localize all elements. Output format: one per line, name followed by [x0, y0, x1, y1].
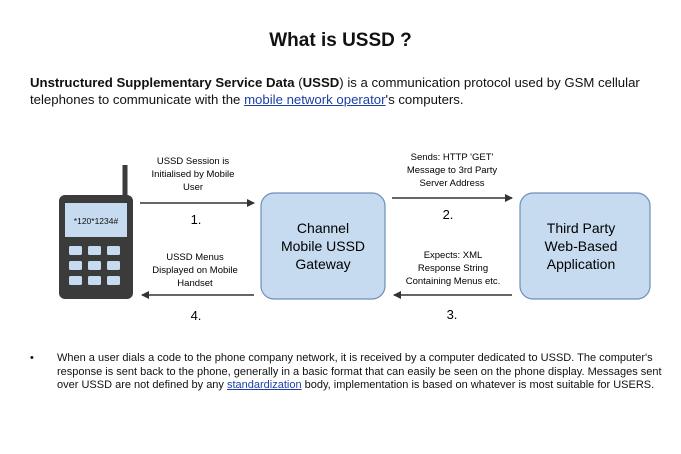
standardization-link[interactable]: standardization [226, 379, 302, 391]
step4-caption-3: Handset [177, 278, 213, 289]
gateway-label-1: Channel [297, 220, 349, 236]
paren-close: ) [339, 75, 344, 90]
step1-caption-3: User [183, 182, 203, 193]
key-4 [69, 261, 82, 270]
bullet-text-1: When a user dials a code to the phone co… [57, 352, 662, 391]
key-5 [88, 261, 101, 270]
bullet-text-2: body, implementation is based on whateve… [301, 379, 655, 391]
third-party-label-2: Web-Based [545, 238, 618, 254]
step4-caption-2: Displayed on Mobile [152, 265, 238, 276]
step3-number: 3. [447, 307, 458, 322]
third-party-box: Third Party Web-Based Application [519, 192, 651, 300]
intro-text-1: is a communication protocol used by GSM … [30, 75, 640, 107]
step-3: Expects: XML Response String Containing … [393, 250, 512, 322]
key-8 [88, 276, 101, 285]
key-2 [88, 246, 101, 255]
gateway-label-2: Mobile USSD [281, 238, 365, 254]
gateway-box: Channel Mobile USSD Gateway [260, 192, 386, 300]
step1-caption-1: USSD Session is [157, 156, 230, 167]
key-3 [107, 246, 120, 255]
step2-number: 2. [443, 207, 454, 222]
page-title: What is USSD ? [269, 30, 412, 51]
key-7 [69, 276, 82, 285]
key-9 [107, 276, 120, 285]
step-2: Sends: HTTP 'GET' Message to 3rd Party S… [392, 152, 513, 222]
step1-caption-2: Initialised by Mobile [152, 169, 235, 180]
step2-caption-3: Server Address [420, 178, 485, 189]
bullet-marker: • [30, 352, 34, 364]
mobile-network-operator-link[interactable]: mobile network operator [244, 92, 386, 107]
step4-caption-1: USSD Menus [166, 252, 224, 263]
step-4: USSD Menus Displayed on Mobile Handset 4… [141, 252, 254, 323]
third-party-label-1: Third Party [547, 220, 615, 236]
phone-keypad [69, 246, 120, 285]
ussd-term: Unstructured Supplementary Service Data [30, 75, 295, 90]
key-1 [69, 246, 82, 255]
bullet-paragraph: When a user dials a code to the phone co… [57, 352, 662, 393]
phone-screen [65, 203, 127, 237]
step-1: USSD Session is Initialised by Mobile Us… [140, 156, 255, 227]
intro-paragraph: Unstructured Supplementary Service Data … [30, 74, 660, 108]
intro-text-2: 's computers. [385, 92, 464, 107]
phone-display-text: *120*1234# [74, 216, 119, 226]
step3-caption-3: Containing Menus etc. [406, 276, 501, 287]
mobile-phone-icon: *120*1234# [59, 165, 133, 299]
key-6 [107, 261, 120, 270]
step1-number: 1. [191, 212, 202, 227]
step4-number: 4. [191, 308, 202, 323]
ussd-abbr: USSD [302, 75, 340, 90]
gateway-label-3: Gateway [295, 256, 350, 272]
step3-caption-2: Response String [418, 263, 488, 274]
paren-open: ( [294, 75, 303, 90]
step2-caption-1: Sends: HTTP 'GET' [411, 152, 494, 163]
step3-caption-1: Expects: XML [424, 250, 483, 261]
step2-caption-2: Message to 3rd Party [407, 165, 498, 176]
third-party-label-3: Application [547, 256, 616, 272]
